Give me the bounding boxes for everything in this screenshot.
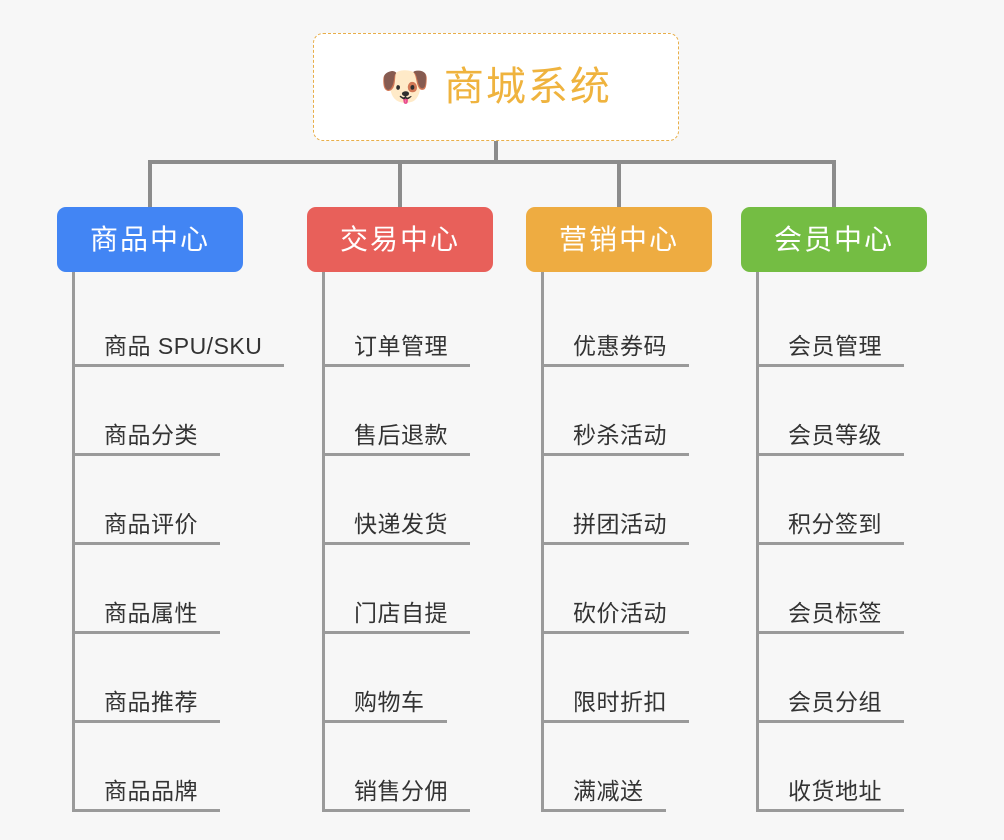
leaf-underline bbox=[756, 453, 904, 456]
leaf-underline bbox=[541, 720, 689, 723]
branch-header-label: 会员中心 bbox=[773, 223, 894, 255]
leaf-item-label: 商品推荐 bbox=[104, 689, 198, 715]
connector-horizontal-bus bbox=[148, 160, 836, 164]
leaf-item[interactable]: 优惠券码 bbox=[541, 278, 712, 367]
shiba-dog-emoji-icon: 🐶 bbox=[380, 65, 430, 109]
leaf-item[interactable]: 会员标签 bbox=[756, 545, 927, 634]
leaf-item-label: 快递发货 bbox=[354, 511, 448, 537]
leaf-item[interactable]: 销售分佣 bbox=[322, 723, 493, 812]
leaf-item-label: 商品属性 bbox=[104, 600, 198, 626]
leaf-underline bbox=[756, 809, 904, 812]
leaf-underline bbox=[72, 631, 220, 634]
connector-drop-4 bbox=[832, 160, 836, 208]
branch-column-3: 营销中心优惠券码秒杀活动拼团活动砍价活动限时折扣满减送 bbox=[526, 207, 712, 812]
leaf-item[interactable]: 限时折扣 bbox=[541, 634, 712, 723]
branch-leaf-list-4: 会员管理会员等级积分签到会员标签会员分组收货地址 bbox=[756, 272, 927, 812]
leaf-underline bbox=[541, 809, 666, 812]
branch-leaf-list-3: 优惠券码秒杀活动拼团活动砍价活动限时折扣满减送 bbox=[541, 272, 712, 812]
leaf-underline bbox=[322, 809, 470, 812]
leaf-item[interactable]: 商品评价 bbox=[72, 456, 262, 545]
leaf-underline bbox=[541, 364, 689, 367]
leaf-underline bbox=[322, 631, 470, 634]
leaf-item[interactable]: 拼团活动 bbox=[541, 456, 712, 545]
leaf-item-label: 商品评价 bbox=[104, 511, 198, 537]
leaf-item[interactable]: 订单管理 bbox=[322, 278, 493, 367]
leaf-item-label: 销售分佣 bbox=[354, 778, 448, 804]
branch-header-3[interactable]: 营销中心 bbox=[526, 207, 712, 272]
leaf-item-label: 商品 SPU/SKU bbox=[104, 333, 263, 359]
branch-leaf-list-1: 商品 SPU/SKU 商品分类商品评价商品属性商品推荐商品品牌 bbox=[72, 272, 284, 812]
leaf-item[interactable]: 会员等级 bbox=[756, 367, 927, 456]
leaf-item-label: 商品品牌 bbox=[104, 778, 198, 804]
leaf-underline bbox=[72, 364, 284, 367]
leaf-item-label: 收货地址 bbox=[788, 778, 882, 804]
branch-header-1[interactable]: 商品中心 bbox=[57, 207, 243, 272]
leaf-underline bbox=[72, 809, 220, 812]
branch-header-label: 商品中心 bbox=[89, 223, 210, 255]
branch-column-1: 商品中心商品 SPU/SKU 商品分类商品评价商品属性商品推荐商品品牌 bbox=[57, 207, 284, 812]
leaf-item[interactable]: 商品属性 bbox=[72, 545, 262, 634]
leaf-item-label: 门店自提 bbox=[354, 600, 448, 626]
leaf-underline bbox=[541, 453, 689, 456]
leaf-underline bbox=[322, 453, 470, 456]
connector-root-stem bbox=[494, 141, 498, 163]
leaf-item-label: 砍价活动 bbox=[573, 600, 667, 626]
leaf-item-label: 积分签到 bbox=[788, 511, 882, 537]
leaf-item-label: 会员分组 bbox=[788, 689, 882, 715]
leaf-item[interactable]: 商品推荐 bbox=[72, 634, 262, 723]
branch-column-2: 交易中心订单管理售后退款快递发货门店自提购物车销售分佣 bbox=[307, 207, 493, 812]
leaf-item[interactable]: 售后退款 bbox=[322, 367, 493, 456]
leaf-underline bbox=[756, 364, 904, 367]
leaf-underline bbox=[72, 453, 220, 456]
leaf-item[interactable]: 秒杀活动 bbox=[541, 367, 712, 456]
leaf-underline bbox=[756, 720, 904, 723]
leaf-underline bbox=[541, 542, 689, 545]
leaf-item-label: 商品分类 bbox=[104, 422, 198, 448]
leaf-item[interactable]: 会员管理 bbox=[756, 278, 927, 367]
leaf-item[interactable]: 商品分类 bbox=[72, 367, 262, 456]
root-node[interactable]: 🐶 商城系统 bbox=[313, 33, 679, 141]
leaf-item-label: 拼团活动 bbox=[573, 511, 667, 537]
leaf-item-label: 会员等级 bbox=[788, 422, 882, 448]
connector-drop-3 bbox=[617, 160, 621, 208]
branch-column-4: 会员中心会员管理会员等级积分签到会员标签会员分组收货地址 bbox=[741, 207, 927, 812]
leaf-underline bbox=[72, 542, 220, 545]
branch-header-label: 营销中心 bbox=[558, 223, 679, 255]
leaf-item[interactable]: 会员分组 bbox=[756, 634, 927, 723]
leaf-item[interactable]: 满减送 bbox=[541, 723, 712, 812]
leaf-underline bbox=[322, 364, 470, 367]
branch-header-4[interactable]: 会员中心 bbox=[741, 207, 927, 272]
branch-leaf-list-2: 订单管理售后退款快递发货门店自提购物车销售分佣 bbox=[322, 272, 493, 812]
leaf-item-label: 限时折扣 bbox=[573, 689, 667, 715]
leaf-item[interactable]: 收货地址 bbox=[756, 723, 927, 812]
leaf-item-label: 售后退款 bbox=[354, 422, 448, 448]
connector-drop-1 bbox=[148, 160, 152, 208]
leaf-item[interactable]: 门店自提 bbox=[322, 545, 493, 634]
leaf-item[interactable]: 商品品牌 bbox=[72, 723, 262, 812]
leaf-underline bbox=[72, 720, 220, 723]
leaf-underline bbox=[756, 631, 904, 634]
leaf-item-label: 满减送 bbox=[573, 778, 644, 804]
leaf-item[interactable]: 购物车 bbox=[322, 634, 493, 723]
leaf-item-label: 秒杀活动 bbox=[573, 422, 667, 448]
leaf-item-label: 优惠券码 bbox=[573, 333, 667, 359]
leaf-underline bbox=[756, 542, 904, 545]
leaf-item-label: 购物车 bbox=[354, 689, 425, 715]
leaf-underline bbox=[541, 631, 689, 634]
branch-header-2[interactable]: 交易中心 bbox=[307, 207, 493, 272]
connector-drop-2 bbox=[398, 160, 402, 208]
leaf-underline bbox=[322, 542, 470, 545]
root-title: 商城系统 bbox=[443, 65, 612, 109]
branch-header-label: 交易中心 bbox=[339, 223, 460, 255]
leaf-item[interactable]: 积分签到 bbox=[756, 456, 927, 545]
leaf-item-label: 会员标签 bbox=[788, 600, 882, 626]
leaf-item-label: 会员管理 bbox=[788, 333, 882, 359]
leaf-item-label: 订单管理 bbox=[354, 333, 448, 359]
leaf-item[interactable]: 快递发货 bbox=[322, 456, 493, 545]
leaf-underline bbox=[322, 720, 447, 723]
leaf-item[interactable]: 砍价活动 bbox=[541, 545, 712, 634]
leaf-item[interactable]: 商品 SPU/SKU bbox=[72, 278, 284, 367]
